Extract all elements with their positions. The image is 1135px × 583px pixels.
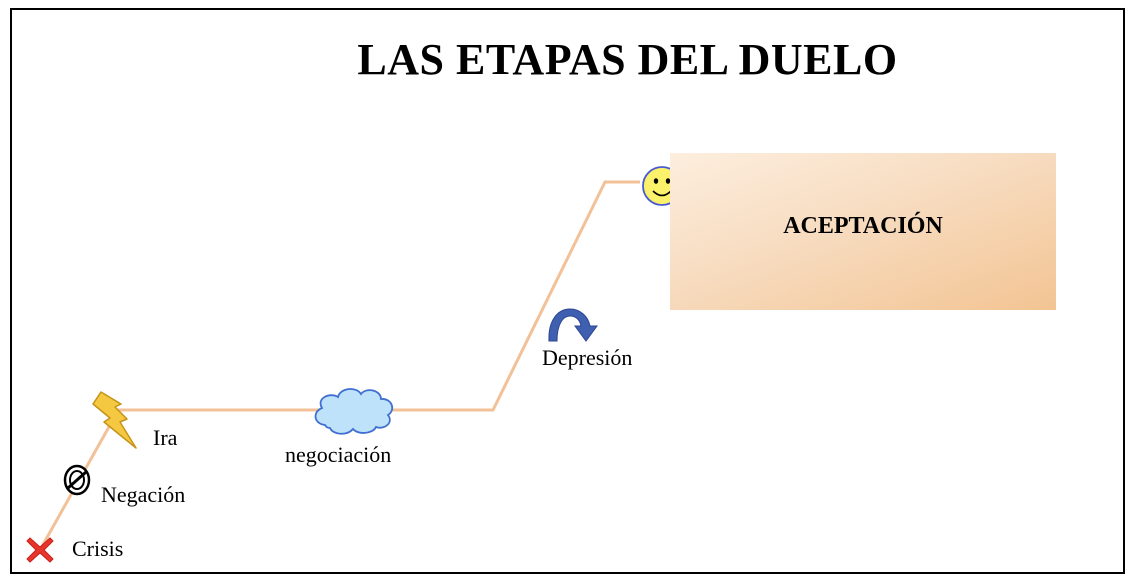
stage-label-crisis: Crisis <box>72 536 124 561</box>
stage-label-negacion: Negación <box>101 482 186 507</box>
stage-label-ira: Ira <box>153 425 178 450</box>
stage-label-aceptacion: ACEPTACIÓN <box>783 213 943 239</box>
diagram-title: LAS ETAPAS DEL DUELO <box>357 35 898 84</box>
curved-arrow-icon <box>548 308 598 342</box>
acceptance-box: ACEPTACIÓN <box>670 153 1056 310</box>
lightning-icon <box>92 391 137 449</box>
cross-icon <box>26 537 54 563</box>
cloud-icon <box>314 388 394 435</box>
stage-label-depresion: Depresión <box>542 345 633 370</box>
stage-label-negociacion: negociación <box>285 442 392 467</box>
no-symbol-icon <box>63 464 91 496</box>
stages-path-line <box>38 180 640 551</box>
